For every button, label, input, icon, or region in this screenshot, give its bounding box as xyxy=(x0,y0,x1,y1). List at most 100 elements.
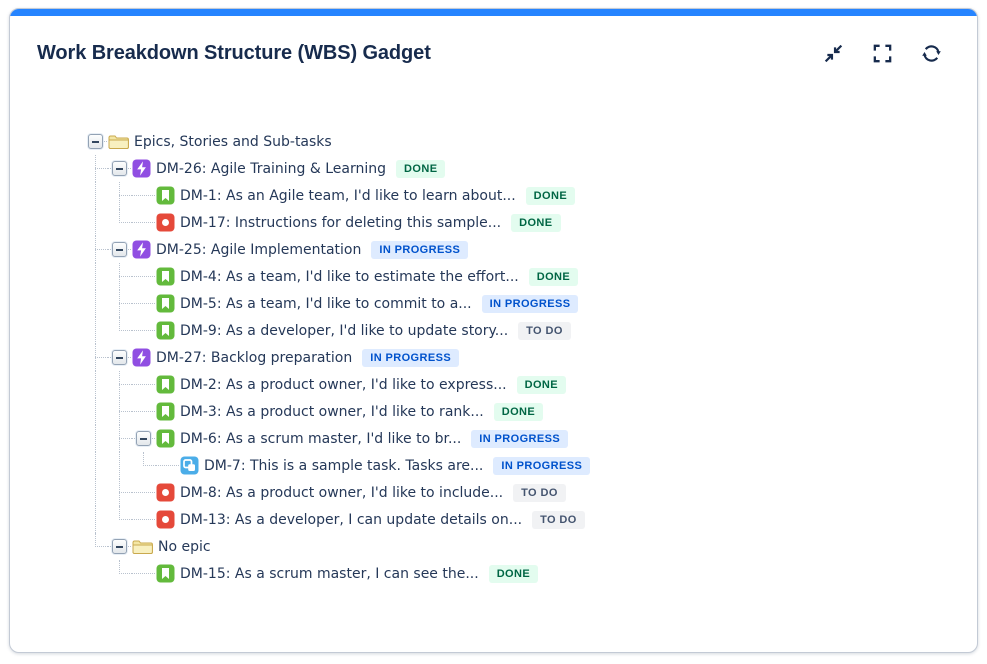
tree-node[interactable]: DM-27: Backlog preparation IN PROGRESS xyxy=(84,344,977,371)
tree-expander-slot xyxy=(132,371,156,398)
tree-node[interactable]: DM-9: As a developer, I'd like to update… xyxy=(84,317,977,344)
story-icon xyxy=(156,402,175,421)
tree-indent-guide xyxy=(108,452,132,479)
node-label: DM-3: As a product owner, I'd like to ra… xyxy=(180,403,484,420)
tree-connector xyxy=(108,506,132,533)
folder-icon xyxy=(132,538,153,555)
status-badge: IN PROGRESS xyxy=(471,429,569,448)
tree-node[interactable]: DM-4: As a team, I'd like to estimate th… xyxy=(84,263,977,290)
status-badge: DONE xyxy=(516,375,566,394)
tree-node[interactable]: DM-8: As a product owner, I'd like to in… xyxy=(84,479,977,506)
tree-expander-slot xyxy=(132,263,156,290)
tree-indent-guide xyxy=(84,398,108,425)
tree-connector xyxy=(108,425,132,452)
tree-connector xyxy=(84,236,108,263)
tree-node[interactable]: DM-6: As a scrum master, I'd like to br.… xyxy=(84,425,977,452)
node-label: DM-26: Agile Training & Learning xyxy=(156,160,387,177)
epic-icon xyxy=(132,159,151,178)
tree-expander-slot xyxy=(132,425,156,452)
node-label: Epics, Stories and Sub-tasks xyxy=(134,133,332,150)
status-badge: IN PROGRESS xyxy=(481,294,579,313)
tree-node[interactable]: Epics, Stories and Sub-tasks xyxy=(84,128,977,155)
status-badge: IN PROGRESS xyxy=(371,240,469,259)
status-badge: DONE xyxy=(511,213,561,232)
tree-expander-slot xyxy=(156,452,180,479)
story-icon xyxy=(156,564,175,583)
tree-node[interactable]: DM-1: As an Agile team, I'd like to lear… xyxy=(84,182,977,209)
tree-expander-slot xyxy=(108,236,132,263)
tree-expander-slot xyxy=(132,398,156,425)
tree-expander-slot xyxy=(108,155,132,182)
status-badge: IN PROGRESS xyxy=(362,348,460,367)
status-badge: DONE xyxy=(493,402,544,421)
node-label: DM-6: As a scrum master, I'd like to br.… xyxy=(180,430,462,447)
refresh-icon xyxy=(920,42,943,65)
status-badge: DONE xyxy=(488,564,539,583)
collapse-all-button[interactable] xyxy=(822,42,845,65)
node-label: DM-9: As a developer, I'd like to update… xyxy=(180,322,509,339)
bug-icon xyxy=(156,510,175,529)
tree-expander-slot xyxy=(132,209,156,236)
folder-icon xyxy=(108,133,129,150)
tree-connector xyxy=(108,182,132,209)
fullscreen-icon xyxy=(871,42,894,65)
expander-minus-icon[interactable] xyxy=(136,431,151,446)
tree-indent-guide xyxy=(84,182,108,209)
tree-connector xyxy=(108,398,132,425)
gadget-accent-bar xyxy=(10,9,977,16)
tree-connector xyxy=(108,371,132,398)
node-label: DM-27: Backlog preparation xyxy=(156,349,353,366)
story-icon xyxy=(156,375,175,394)
tree-expander-slot xyxy=(84,128,108,155)
tree-node[interactable]: DM-13: As a developer, I can update deta… xyxy=(84,506,977,533)
wbs-gadget-card: Work Breakdown Structure (WBS) Gadget xyxy=(9,8,978,653)
expander-minus-icon[interactable] xyxy=(88,134,103,149)
tree-node[interactable]: DM-2: As a product owner, I'd like to ex… xyxy=(84,371,977,398)
expander-minus-icon[interactable] xyxy=(112,161,127,176)
status-badge: TO DO xyxy=(518,321,571,340)
node-label: DM-17: Instructions for deleting this sa… xyxy=(180,214,502,231)
expander-minus-icon[interactable] xyxy=(112,539,127,554)
tree-expander-slot xyxy=(132,290,156,317)
node-label: DM-15: As a scrum master, I can see the.… xyxy=(180,565,479,582)
tree-node[interactable]: DM-3: As a product owner, I'd like to ra… xyxy=(84,398,977,425)
tree-connector xyxy=(108,317,132,344)
tree-expander-slot xyxy=(108,533,132,560)
fullscreen-button[interactable] xyxy=(871,42,894,65)
tree-node[interactable]: DM-15: As a scrum master, I can see the.… xyxy=(84,560,977,587)
tree-indent-guide xyxy=(84,263,108,290)
header-actions xyxy=(822,42,943,65)
node-label: DM-25: Agile Implementation xyxy=(156,241,362,258)
status-badge: DONE xyxy=(525,186,576,205)
tree-indent-guide xyxy=(84,317,108,344)
status-badge: TO DO xyxy=(513,483,566,502)
tree-node[interactable]: DM-5: As a team, I'd like to commit to a… xyxy=(84,290,977,317)
node-label: DM-8: As a product owner, I'd like to in… xyxy=(180,484,504,501)
tree-node[interactable]: DM-26: Agile Training & Learning DONE xyxy=(84,155,977,182)
status-badge: IN PROGRESS xyxy=(493,456,591,475)
tree-connector xyxy=(84,533,108,560)
tree-connector xyxy=(84,155,108,182)
node-label: DM-5: As a team, I'd like to commit to a… xyxy=(180,295,472,312)
status-badge: DONE xyxy=(396,159,446,178)
tree-expander-slot xyxy=(132,317,156,344)
status-badge: DONE xyxy=(528,267,579,286)
tree-indent-guide xyxy=(84,371,108,398)
subtask-icon xyxy=(180,456,199,475)
tree-node[interactable]: DM-25: Agile Implementation IN PROGRESS xyxy=(84,236,977,263)
tree-connector xyxy=(108,290,132,317)
node-label: DM-7: This is a sample task. Tasks are..… xyxy=(204,457,484,474)
tree-indent-guide xyxy=(84,290,108,317)
tree-connector xyxy=(108,560,132,587)
tree-node[interactable]: No epic xyxy=(84,533,977,560)
bug-icon xyxy=(156,483,175,502)
tree-expander-slot xyxy=(108,344,132,371)
tree-node[interactable]: DM-17: Instructions for deleting this sa… xyxy=(84,209,977,236)
expander-minus-icon[interactable] xyxy=(112,242,127,257)
refresh-button[interactable] xyxy=(920,42,943,65)
expander-minus-icon[interactable] xyxy=(112,350,127,365)
tree-node[interactable]: DM-7: This is a sample task. Tasks are..… xyxy=(84,452,977,479)
node-label: DM-1: As an Agile team, I'd like to lear… xyxy=(180,187,516,204)
tree-expander-slot xyxy=(132,479,156,506)
